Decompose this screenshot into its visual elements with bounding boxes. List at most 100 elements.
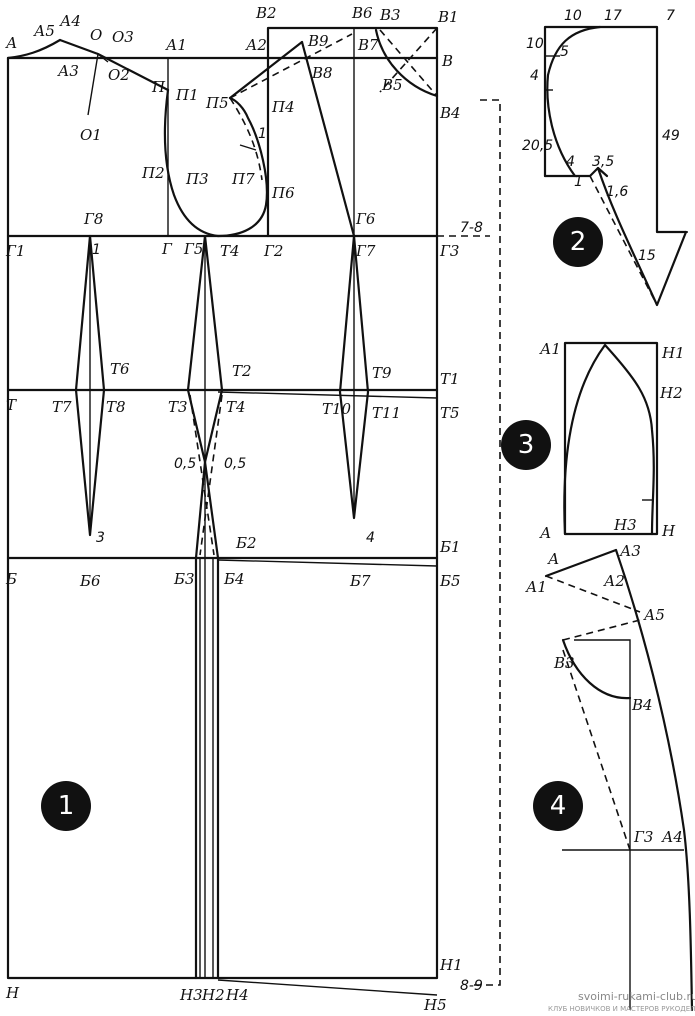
label-g2: Г2 xyxy=(263,242,283,260)
label-t: Т xyxy=(6,396,17,414)
label-p2: П2 xyxy=(141,164,165,182)
label-chest-1: 1 xyxy=(92,242,101,258)
front-neck-curve xyxy=(374,28,439,98)
label-b9: В9 xyxy=(307,32,329,50)
top-labels: А А5 А4 О О3 А3 О2 О1 А1 П П1 В2 А2 В9 В… xyxy=(5,4,461,202)
label-o: О xyxy=(90,26,102,44)
label-hip-b6: Б6 xyxy=(79,572,101,590)
collar-lower-edge xyxy=(543,166,609,178)
front-neck-diagonal-1 xyxy=(379,29,438,97)
sleeve-draft: А1 Н1 Н2 А Н3 Н 3 xyxy=(501,340,685,542)
label-t3: Т3 xyxy=(168,398,188,416)
label-o2: О2 xyxy=(108,66,130,84)
label-b2: В2 xyxy=(255,4,277,22)
label-hip-b4: Б4 xyxy=(223,570,245,588)
label-hem-h3: Н3 xyxy=(179,986,203,1004)
collar-curve xyxy=(546,25,602,178)
label-t10: Т10 xyxy=(322,400,352,418)
sleeve-label-h: Н xyxy=(661,522,676,540)
side-seam-lower xyxy=(194,460,207,980)
chest-labels: Г8 Г6 Г1 1 Г Г5 Т4 Г2 Г7 Г3 7-8 xyxy=(5,210,483,260)
label-b6: В6 xyxy=(351,4,373,22)
panel-label-b4: В4 xyxy=(631,696,653,714)
sleeve-label-h2: Н2 xyxy=(659,384,683,402)
collar-dim-205: 20,5 xyxy=(522,138,553,154)
badge-1 xyxy=(41,781,91,831)
collar-dim-7: 7 xyxy=(666,8,675,24)
collar-dim-49: 49 xyxy=(662,128,680,144)
label-t9: Т9 xyxy=(372,364,392,382)
sleeve-label-h3: Н3 xyxy=(613,516,637,534)
sleeve-label-h1: Н1 xyxy=(661,344,685,362)
label-b7: В7 xyxy=(357,36,379,54)
badge-1-label: 1 xyxy=(58,791,75,821)
collar-dim-16: 1,6 xyxy=(606,184,628,200)
collar-dim-10: 10 xyxy=(564,8,582,24)
label-o3: О3 xyxy=(112,28,134,46)
label-p1: П1 xyxy=(175,86,199,104)
label-hip-b: Б xyxy=(5,570,17,588)
label-p5: П5 xyxy=(205,94,229,112)
label-hem-dim: 8-9 xyxy=(460,978,483,994)
label-a5: А5 xyxy=(33,22,55,40)
label-t11: Т11 xyxy=(372,404,401,422)
label-b1: В1 xyxy=(437,8,459,26)
label-t4-top: Т4 xyxy=(220,242,240,260)
front-shoulder-line xyxy=(228,40,304,100)
label-t1: Т1 xyxy=(440,370,460,388)
label-b: В xyxy=(441,52,453,70)
label-hip-b1: Б1 xyxy=(439,538,461,556)
label-hem-h5: Н5 xyxy=(423,996,447,1014)
panel-dashed-1 xyxy=(545,575,641,613)
label-g3: Г3 xyxy=(439,242,459,260)
label-a1: А1 xyxy=(165,36,187,54)
label-b5: В5 xyxy=(381,76,403,94)
sleeve-label-a: А xyxy=(539,524,551,542)
panel-draft: А А3 А1 А2 А5 В3 В4 Г3 А4 4 xyxy=(525,542,694,1012)
label-g7: Г7 xyxy=(355,242,376,260)
label-g8: Г8 xyxy=(83,210,103,228)
panel-label-a4: А4 xyxy=(661,828,683,846)
main-draft-frame xyxy=(6,56,439,980)
label-b8: В8 xyxy=(311,64,333,82)
label-t2: Т2 xyxy=(232,362,252,380)
label-t5: Т5 xyxy=(440,404,460,422)
front-hip-drop xyxy=(217,559,438,567)
side-seam-guide xyxy=(189,394,215,556)
label-t8: Т8 xyxy=(106,398,126,416)
label-p: П xyxy=(151,78,166,96)
front-armhole xyxy=(216,96,268,238)
front-waist-drop xyxy=(217,391,438,399)
back-neck-curve xyxy=(6,38,62,60)
label-g6: Г6 xyxy=(355,210,376,228)
hip-labels: Б2 Б1 Б Б6 Б3 Б4 Б7 Б5 xyxy=(5,534,461,590)
label-p7: П7 xyxy=(231,170,255,188)
label-b3: В3 xyxy=(379,6,401,24)
label-chest-dim: 7-8 xyxy=(460,220,483,236)
label-a2: А2 xyxy=(245,36,267,54)
badge-4-label: 4 xyxy=(550,791,567,821)
badge-2-label: 2 xyxy=(570,227,587,257)
label-hem-h2: Н2 xyxy=(201,986,225,1004)
badge-4 xyxy=(533,781,583,831)
front-neck-diagonal-2 xyxy=(379,27,438,93)
collar-dim-15: 15 xyxy=(638,248,656,264)
label-p4: П4 xyxy=(271,98,295,116)
sleeve-label-a1: А1 xyxy=(539,340,561,358)
label-g5: Г5 xyxy=(183,240,203,258)
label-p6: П6 xyxy=(271,184,295,202)
panel-armhole xyxy=(561,638,632,700)
label-dart-3: 3 xyxy=(96,530,105,546)
panel-label-a2: А2 xyxy=(603,572,625,590)
collar-dim-1: 1 xyxy=(574,174,583,190)
label-hem-h4: Н4 xyxy=(225,986,249,1004)
label-g: Г xyxy=(161,240,173,258)
badge-3 xyxy=(501,420,551,470)
panel-label-a: А xyxy=(547,550,559,568)
side-seam-guide-2 xyxy=(199,394,223,556)
label-hem-h: Н xyxy=(5,984,20,1002)
watermark-slogan: КЛУБ НОВИЧКОВ И МАСТЕРОВ РУКОДЕЛИЯ xyxy=(548,1005,695,1013)
armhole-notch-mark xyxy=(239,144,257,151)
panel-guide-rect xyxy=(574,639,631,1010)
